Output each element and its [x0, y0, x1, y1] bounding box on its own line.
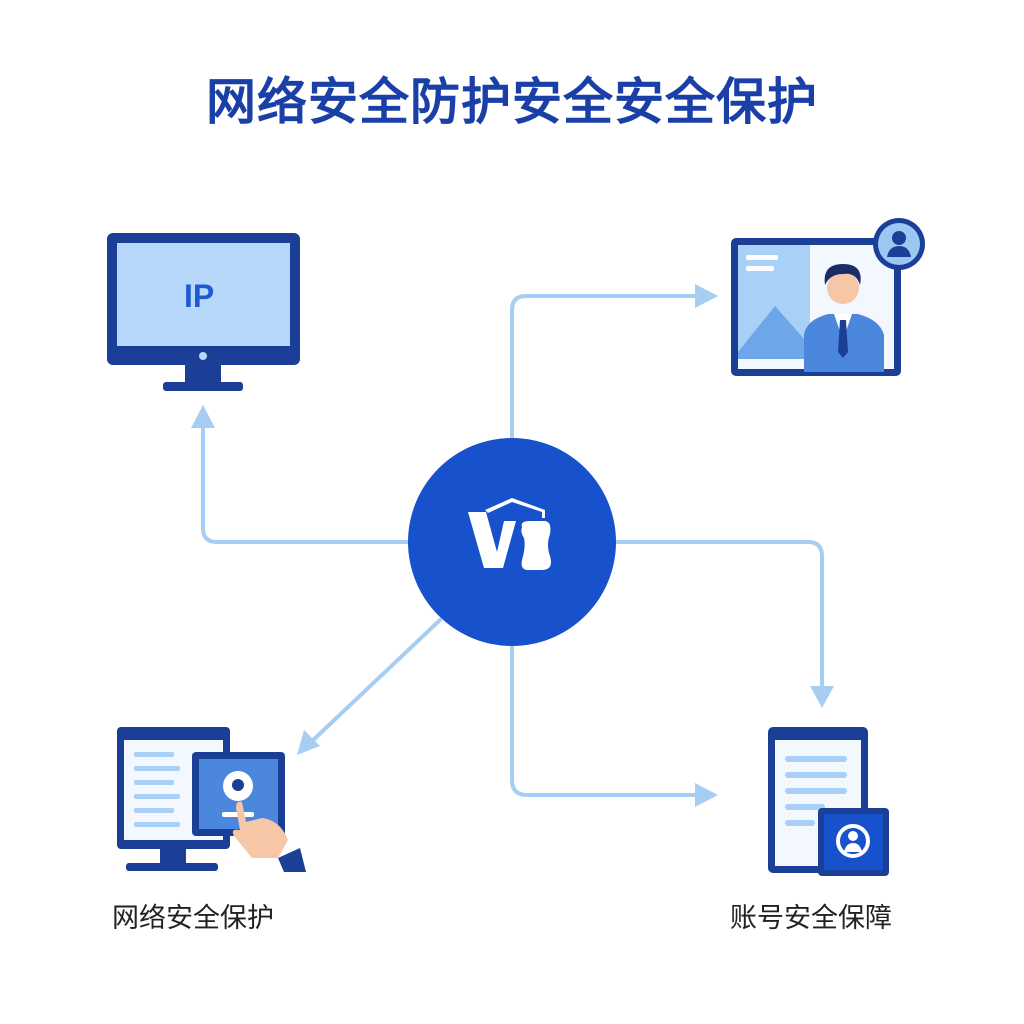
profile-screen-icon [731, 218, 925, 376]
pointing-hand [232, 801, 288, 858]
connector-to-profile [510, 294, 707, 439]
connector-to-ip-monitor [198, 414, 412, 544]
arrowhead-up [191, 405, 215, 428]
arrowhead-right-top [695, 284, 718, 308]
connector-to-document [510, 643, 707, 797]
arrowhead-down [810, 686, 834, 708]
account-security-label: 账号安全保障 [730, 903, 892, 934]
ip-label: IP [184, 278, 215, 314]
shield-logo-icon [468, 498, 551, 570]
connector-to-login [308, 618, 442, 745]
arrowhead-right-bottom [695, 783, 718, 807]
network-protection-icon [117, 727, 306, 872]
connector-to-account [612, 540, 824, 692]
account-security-icon [768, 727, 889, 876]
page-title: 网络安全防护安全安全保护 [206, 73, 818, 131]
center-security-hub[interactable] [408, 438, 616, 646]
ip-monitor-icon [107, 233, 300, 391]
arrowhead-diagonal [297, 730, 320, 755]
network-protection-label: 网络安全保护 [112, 903, 274, 934]
